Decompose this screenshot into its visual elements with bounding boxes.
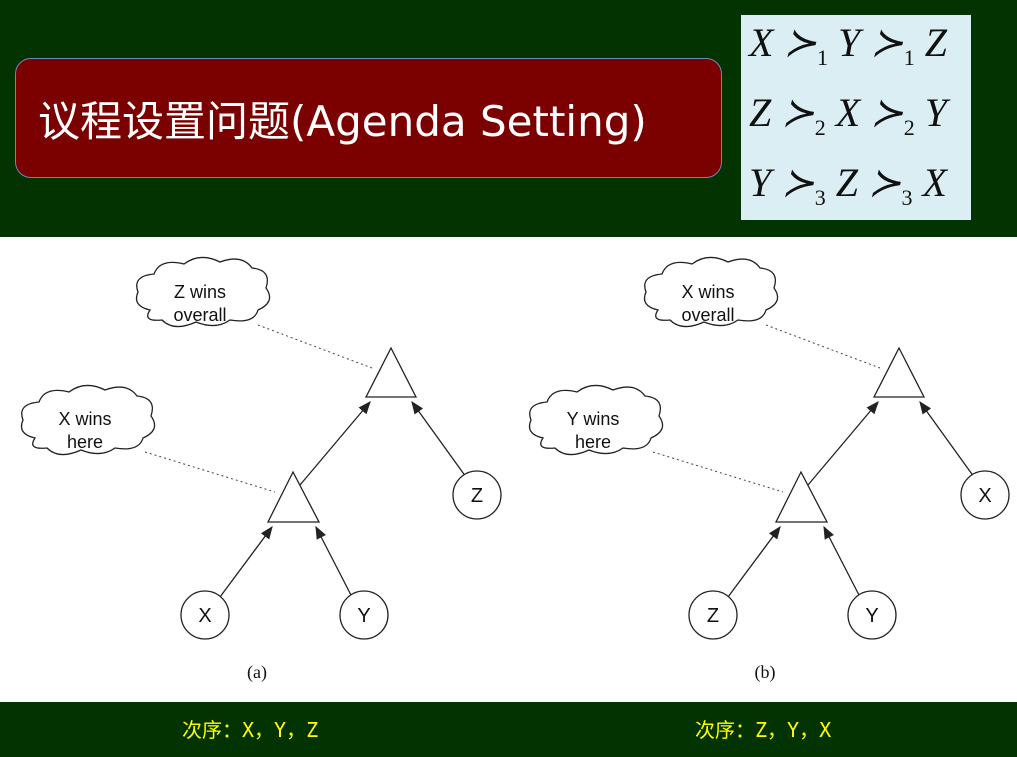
leaf-left-node <box>180 590 230 640</box>
order-a: 次序：X，Y，Z <box>182 718 319 742</box>
caption: (a) <box>247 662 267 683</box>
arrow <box>823 525 861 598</box>
cloud-top-line1: Z wins <box>174 282 226 302</box>
preference-row-1: X ≻1 Y ≻1 Z <box>749 20 947 70</box>
cloud-top <box>643 256 779 328</box>
cloud-low-line1: X wins <box>58 409 111 429</box>
footer: 次序：X，Y，Z 次序：Z，Y，X <box>0 702 1017 757</box>
late-alternative-label: Z <box>471 485 483 507</box>
dotted-connector <box>144 451 276 493</box>
leaf-left-node <box>688 590 738 640</box>
cloud-top-line2: overall <box>681 305 734 325</box>
vote-triangle-low <box>266 470 321 523</box>
cloud-low-line2: here <box>67 432 103 452</box>
cloud-top-line2: overall <box>173 305 226 325</box>
cloud-low <box>20 384 156 456</box>
cloud-low <box>528 384 664 456</box>
arrow <box>919 400 975 478</box>
arrow <box>727 525 781 598</box>
title-text: 议程设置问题(Agenda Setting) <box>38 96 647 146</box>
arrow <box>807 401 879 486</box>
cloud-low-line2: here <box>575 432 611 452</box>
dotted-connector <box>765 324 881 369</box>
preference-row-3: Y ≻3 Z ≻3 X <box>749 160 947 210</box>
leaf-right-node <box>847 590 897 640</box>
arrow <box>219 525 273 598</box>
leaf-right-node <box>339 590 389 640</box>
arrow <box>411 400 467 478</box>
dotted-connector <box>257 324 373 369</box>
slide-title: 议程设置问题(Agenda Setting) <box>15 58 722 178</box>
arrow <box>315 525 353 598</box>
leaf-left-label: X <box>198 605 211 627</box>
cloud-low-line1: Y wins <box>567 409 620 429</box>
leaf-right-label: Y <box>357 605 370 627</box>
arrow <box>299 401 371 486</box>
cloud-top-line1: X wins <box>681 282 734 302</box>
leaf-right-label: Y <box>865 605 878 627</box>
preference-profile: X ≻1 Y ≻1 Z Z ≻2 X ≻2 Y Y ≻3 Z ≻3 X <box>741 15 971 220</box>
late-alternative-label: X <box>978 485 991 507</box>
order-b: 次序：Z，Y，X <box>695 718 832 742</box>
late-alternative-node <box>452 470 502 520</box>
vote-triangle-low <box>774 470 829 523</box>
cloud-top <box>135 256 271 328</box>
caption: (b) <box>755 662 776 683</box>
vote-triangle-top <box>872 346 926 398</box>
vote-triangle-top <box>364 346 418 398</box>
preference-row-2: Z ≻2 X ≻2 Y <box>749 90 947 140</box>
dotted-connector <box>652 451 784 493</box>
late-alternative-node <box>960 470 1010 520</box>
leaf-left-label: Z <box>707 605 719 627</box>
